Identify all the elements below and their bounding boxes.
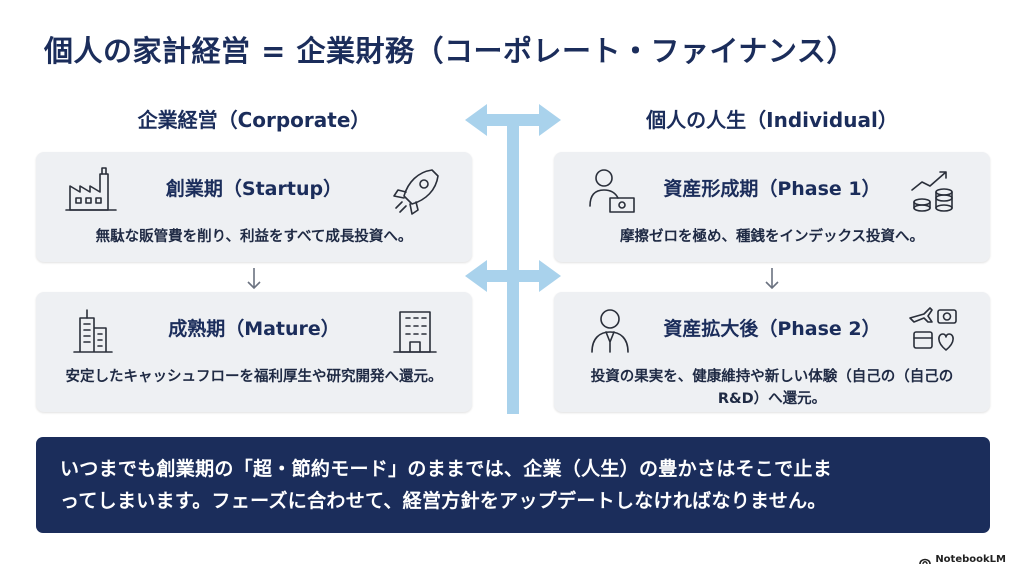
growth-coins-icon — [911, 171, 953, 212]
phase-phase1: 資産形成期（Phase 1） — [663, 178, 881, 200]
rocket-icon — [393, 169, 439, 215]
brand-name: NotebookLM — [935, 554, 1006, 565]
desc-startup: 無駄な販管費を削り、利益をすべて成長投資へ。 — [95, 229, 413, 245]
brand-mark: NotebookLM — [919, 554, 1006, 565]
card-startup: 創業期（Startup） 無駄な販管費を削り、利益をすべて成長投資へ。 — [36, 152, 472, 262]
double-arrow-middle-icon — [465, 260, 561, 292]
phase-startup: 創業期（Startup） — [165, 178, 343, 200]
banner-line-2: ってしまいます。フェーズに合わせて、経営方針をアップデートしなければなりません。 — [60, 490, 827, 512]
double-arrow-top-icon — [465, 104, 561, 136]
card-mature: 成熟期（Mature） 安定したキャッシュフローを福利厚生や研究開発へ還元。 — [36, 292, 472, 412]
notebooklm-logo-icon — [919, 558, 932, 564]
person-with-cash-icon — [589, 169, 635, 213]
phase-mature: 成熟期（Mature） — [168, 318, 340, 340]
comparison-axis — [465, 104, 561, 414]
card-phase1: 資産形成期（Phase 1） 摩擦ゼロを極め、種銭をインデックス投資へ。 — [554, 152, 990, 262]
desc-phase1: 摩擦ゼロを極め、種銭をインデックス投資へ。 — [619, 229, 925, 245]
desc-phase2: 投資の果実を、健康維持や新しい体験（自己の（自己のR&D）へ還元。 — [590, 369, 954, 407]
left-column-heading: 企業経営（Corporate） — [137, 108, 371, 132]
travel-camera-heart-icon — [909, 307, 957, 351]
down-arrow-icon — [247, 268, 261, 290]
down-arrow-icon — [765, 268, 779, 290]
banner-line-1: いつまでも創業期の「超・節約モード」のままでは、企業（人生）の豊かさはそこで止ま — [60, 458, 833, 480]
office-building-icon — [393, 311, 437, 353]
phase-phase2: 資産拡大後（Phase 2） — [663, 318, 881, 340]
page-title: 個人の家計経営 = 企業財務（コーポレート・ファイナンス） — [44, 34, 856, 68]
right-column-heading: 個人の人生（Individual） — [646, 108, 898, 132]
summary-banner: いつまでも創業期の「超・節約モード」のままでは、企業（人生）の豊かさはそこで止ま… — [36, 437, 990, 533]
person-suit-icon — [591, 309, 629, 353]
skyscraper-icon — [73, 309, 113, 353]
card-phase2: 資産拡大後（Phase 2） 投資の果実を、健康維持や新しい体験（自己の（自己の… — [554, 292, 990, 412]
desc-mature: 安定したキャッシュフローを福利厚生や研究開発へ還元。 — [65, 369, 443, 385]
factory-icon — [65, 167, 117, 211]
